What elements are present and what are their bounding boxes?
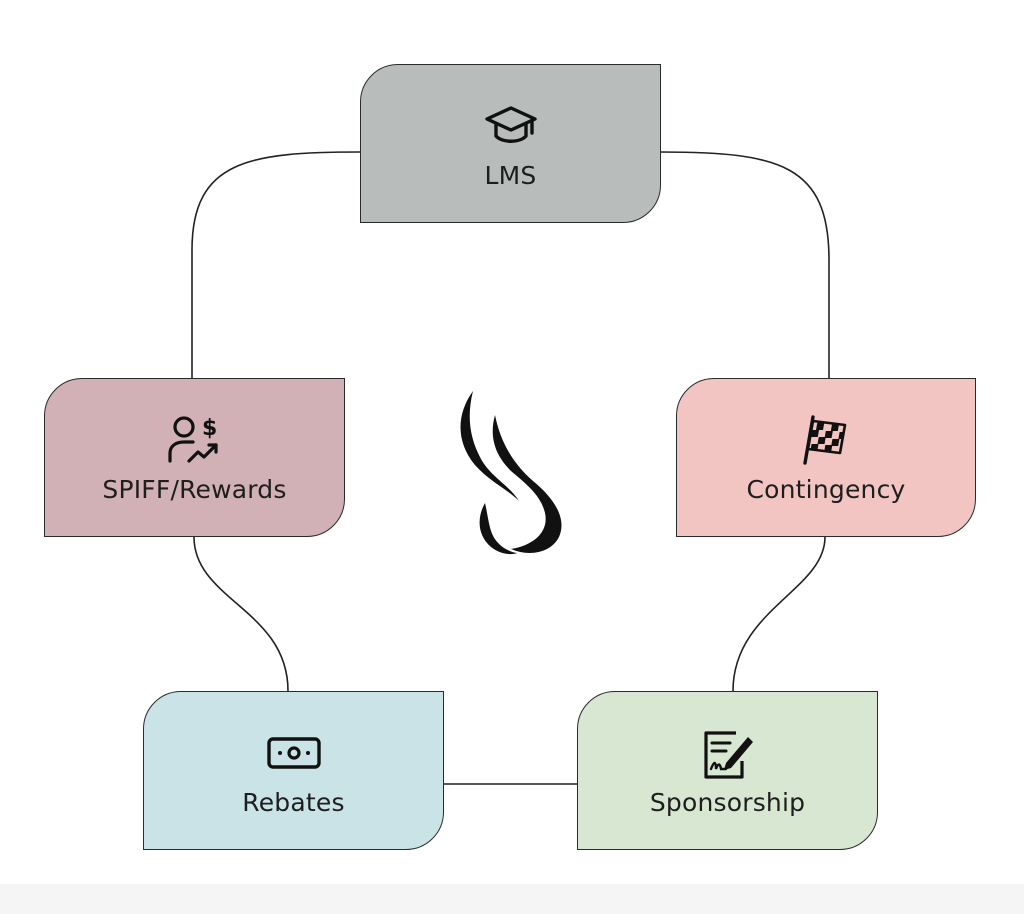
graduation-cap-icon [482,97,540,155]
node-spiff-rewards[interactable]: $ SPIFF/Rewards [44,378,345,537]
bottom-strip [0,884,1024,914]
node-lms[interactable]: LMS [360,64,661,223]
banknote-icon [265,724,323,782]
node-label: Sponsorship [649,788,806,817]
checkered-flag-icon [797,411,855,469]
node-label: Rebates [242,788,345,817]
edge-spiff-rebates [193,536,289,692]
edge-contingency-sponsorship [732,536,826,692]
node-label: SPIFF/Rewards [102,475,287,504]
flame-logo-icon [460,391,562,555]
node-label: LMS [484,161,537,190]
signed-contract-icon [699,724,757,782]
svg-text:$: $ [202,416,217,441]
node-sponsorship[interactable]: Sponsorship [577,691,878,850]
node-label: Contingency [746,475,906,504]
person-dollar-trend-icon: $ [166,411,224,469]
edge-lms-contingency [660,151,830,378]
node-rebates[interactable]: Rebates [143,691,444,850]
node-contingency[interactable]: Contingency [676,378,976,537]
edge-lms-spiff [191,151,361,378]
